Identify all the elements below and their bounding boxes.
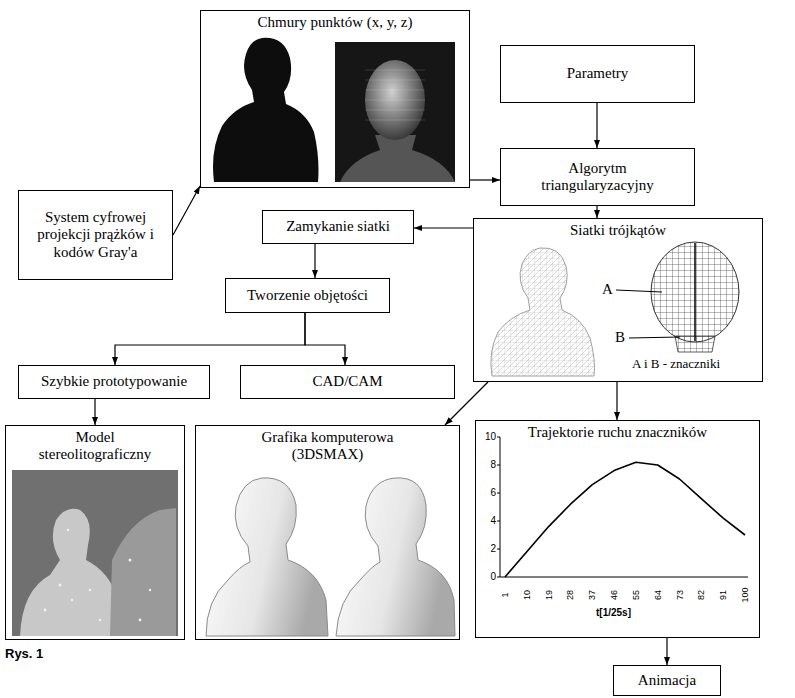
process-box: Szybkie prototypowanie [18,365,210,399]
node-text: Algorytm triangularyzacyjny [523,160,673,195]
output-panel: Model stereolitograficzny [5,425,185,640]
process-box: CAD/CAM [240,365,455,399]
axis-tick: 73 [674,580,686,610]
node-text: Szybkie prototypowanie [41,373,187,390]
callout-letter: A [602,281,613,297]
stereolithography-part [110,508,176,636]
axis-tick: 100 [739,580,751,610]
process-box: Animacja [613,665,721,696]
fringe-stripes [365,70,425,120]
node-text: Grafika komputerowa (3DSMAX) [243,429,413,464]
node-text: Parametry [567,65,629,82]
flow-arrow [596,103,597,148]
callout-letter: B [615,329,625,345]
leader-line [629,337,680,338]
speckles [44,529,152,622]
rendered-bust [206,478,328,636]
process-box: Algorytm triangularyzacyjny [500,148,695,206]
marker-line [694,243,696,341]
flow-arrow [596,206,597,218]
node-text: Zamykanie siatki [286,218,390,235]
axis-tick: 2 [474,543,496,555]
node-text: Chmury punktów (x, y, z) [258,14,413,31]
node-text: Tworzenie objętości [247,287,368,304]
axis-tick: 37 [586,580,598,610]
bust-silhouette [213,38,319,182]
mesh-bust [491,248,595,376]
flow-arrow [414,227,473,228]
axis-tick: 55 [630,580,642,610]
face-scan-head [365,60,425,140]
axis-tick: 46 [608,580,620,610]
figure-caption: Rys. 1 [5,646,43,661]
axis-tick: 82 [695,580,707,610]
node-text: Model stereolitograficzny [30,429,160,464]
axis-tick: 91 [717,580,729,610]
node-text: Siatki trójkątów [570,222,666,239]
flow-arrow [616,382,617,420]
axis-tick: 6 [474,487,496,499]
axis-tick: 0 [474,571,496,583]
process-box: Tworzenie objętości [225,278,390,313]
chart-axes [497,437,748,577]
trajectory-curve [505,462,745,577]
axis-tick: 10 [474,431,496,443]
process-box: Parametry [500,45,695,103]
flow-arrow [94,399,95,425]
axis-tick: 64 [652,580,664,610]
flow-arrow [115,313,305,365]
node-text: System cyfrowej projekcji prążków i kodó… [26,209,166,261]
data-panel: Chmury punktów (x, y, z) [200,10,470,188]
axis-tick: 8 [474,459,496,471]
flow-arrow [470,179,500,180]
flow-arrow [314,244,315,278]
rendered-bust [336,478,455,636]
mesh-head [651,242,739,342]
axis-tick: 1 [499,580,511,610]
flow-arrow [666,638,667,665]
node-text: Animacja [638,672,696,689]
source-box: System cyfrowej projekcji prążków i kodó… [18,190,173,280]
chart-panel: Trajektorie ruchu znaczników [475,420,760,638]
axis-tick: 19 [543,580,555,610]
stereolithography-photo [12,470,178,636]
axis-tick: 28 [564,580,576,610]
output-panel: Grafika komputerowa (3DSMAX) [195,425,460,640]
face-scan-image [335,42,455,182]
legend-note: A i B - znaczniki [632,356,720,371]
flow-arrow [173,186,200,235]
axis-tick: 10 [521,580,533,610]
flow-arrow [445,382,488,425]
flow-arrow [305,313,345,365]
process-box: Zamykanie siatki [262,210,414,244]
axis-title: t[1/25s] [596,607,631,619]
face-scan-shoulders [340,135,455,182]
stereolithography-bust [20,509,120,636]
node-text: Trajektorie ruchu znaczników [528,424,707,441]
node-text: CAD/CAM [312,373,382,390]
axis-tick: 4 [474,515,496,527]
leader-line [616,290,662,292]
